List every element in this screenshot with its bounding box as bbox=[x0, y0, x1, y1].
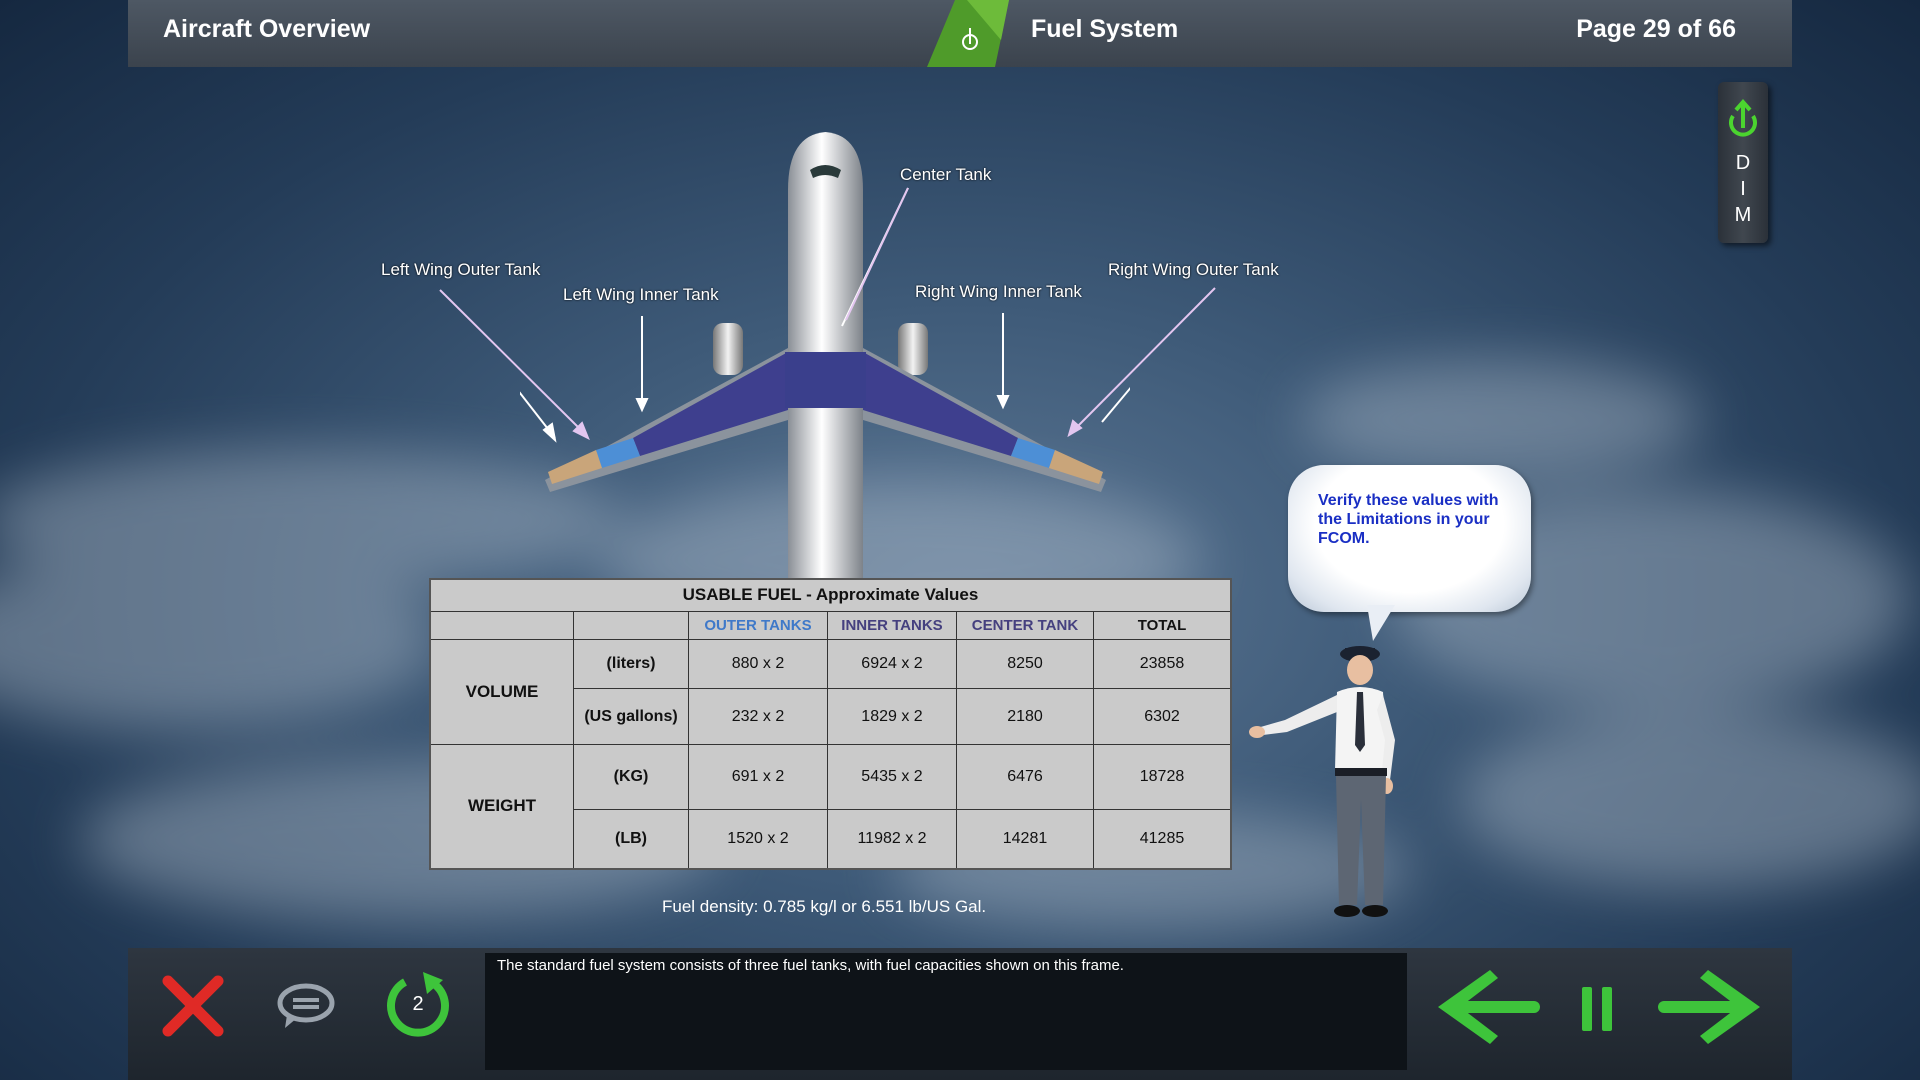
label-right-inner-tank: Right Wing Inner Tank bbox=[915, 282, 1082, 301]
table-row: (LB) 1520 x 2 11982 x 2 14281 41285 bbox=[430, 809, 1232, 870]
value-cell: 6302 bbox=[1093, 688, 1232, 745]
right-engine bbox=[898, 323, 928, 375]
pilot-character bbox=[1249, 646, 1395, 917]
value-cell: 1520 x 2 bbox=[688, 809, 828, 870]
dim-letter-m: M bbox=[1734, 204, 1752, 226]
left-inner-tank-light bbox=[596, 438, 640, 468]
value-cell: 1829 x 2 bbox=[827, 688, 957, 745]
replay-button[interactable]: 2 bbox=[383, 970, 453, 1040]
unit-cell: (US gallons) bbox=[573, 688, 689, 745]
pause-icon bbox=[1582, 987, 1612, 1031]
section-title: Fuel System bbox=[1031, 15, 1179, 43]
header-blank-1 bbox=[429, 610, 574, 641]
weight-label: WEIGHT bbox=[429, 743, 574, 870]
value-cell: 18728 bbox=[1093, 743, 1232, 811]
speech-bubble-tail bbox=[1367, 605, 1395, 641]
label-right-outer-tank: Right Wing Outer Tank bbox=[1108, 260, 1279, 279]
header-center-tank: CENTER TANK bbox=[956, 610, 1094, 641]
dim-letter-i: I bbox=[1740, 178, 1746, 200]
replay-icon bbox=[387, 972, 449, 1037]
header-total: TOTAL bbox=[1093, 610, 1232, 641]
usable-fuel-table: USABLE FUEL - Approximate Values OUTER T… bbox=[429, 578, 1232, 870]
volume-label: VOLUME bbox=[429, 639, 574, 745]
fuel-density-note: Fuel density: 0.785 kg/l or 6.551 lb/US … bbox=[662, 897, 987, 916]
cockpit-windows bbox=[810, 165, 841, 178]
label-center-tank: Center Tank bbox=[900, 165, 992, 184]
value-cell: 2180 bbox=[956, 688, 1094, 745]
value-cell: 5435 x 2 bbox=[827, 743, 957, 811]
narration-caption-box: The standard fuel system consists of thr… bbox=[485, 953, 1407, 1070]
label-left-outer-tank: Left Wing Outer Tank bbox=[381, 260, 541, 279]
value-cell: 14281 bbox=[956, 809, 1094, 870]
arrow-right-icon bbox=[1658, 970, 1760, 1044]
table-row: WEIGHT (KG) 691 x 2 5435 x 2 6476 18728 bbox=[429, 743, 1232, 870]
speech-icon bbox=[277, 983, 335, 1028]
header-inner-tanks: INNER TANKS bbox=[827, 610, 957, 641]
previous-page-button[interactable] bbox=[1436, 968, 1544, 1046]
pause-button[interactable] bbox=[1580, 985, 1614, 1033]
unit-cell: (LB) bbox=[573, 809, 689, 870]
arrow-left-icon bbox=[1438, 970, 1540, 1044]
narration-caption-text: The standard fuel system consists of thr… bbox=[497, 957, 1124, 974]
right-inner-tank bbox=[863, 352, 1018, 456]
value-cell: 232 x 2 bbox=[688, 688, 828, 745]
right-outer-tank bbox=[1049, 450, 1103, 484]
right-inner-tank-light bbox=[1011, 438, 1055, 468]
header-outer-tanks: OUTER TANKS bbox=[688, 610, 828, 641]
close-icon bbox=[162, 975, 224, 1037]
left-engine bbox=[713, 323, 743, 375]
transcript-button[interactable] bbox=[275, 980, 337, 1032]
speech-bubble-text: Verify these values with the Limitations… bbox=[1318, 492, 1499, 547]
value-cell: 691 x 2 bbox=[688, 743, 828, 811]
value-cell: 6924 x 2 bbox=[827, 639, 957, 690]
left-inner-tank bbox=[633, 352, 788, 456]
table-row: VOLUME (liters) 880 x 2 6924 x 2 8250 23… bbox=[429, 639, 1232, 745]
dim-letter-d: D bbox=[1735, 152, 1751, 174]
power-icon bbox=[1729, 98, 1757, 137]
dim-button[interactable]: D I M bbox=[1718, 82, 1768, 243]
left-outer-tank bbox=[548, 450, 602, 484]
unit-cell: (KG) bbox=[573, 743, 689, 811]
unit-cell: (liters) bbox=[573, 639, 689, 690]
table-caption: USABLE FUEL - Approximate Values bbox=[429, 578, 1232, 612]
course-title: Aircraft Overview bbox=[163, 15, 371, 43]
close-button[interactable] bbox=[160, 973, 226, 1039]
label-left-inner-tank: Left Wing Inner Tank bbox=[563, 285, 719, 304]
next-page-button[interactable] bbox=[1654, 968, 1762, 1046]
center-tank bbox=[785, 352, 866, 408]
header-blank-2 bbox=[573, 610, 689, 641]
replay-count: 2 bbox=[412, 993, 424, 1015]
table-row: (US gallons) 232 x 2 1829 x 2 2180 6302 bbox=[430, 688, 1232, 745]
value-cell: 11982 x 2 bbox=[827, 809, 957, 870]
airline-logo-icon bbox=[927, 0, 1009, 67]
value-cell: 880 x 2 bbox=[688, 639, 828, 690]
value-cell: 23858 bbox=[1093, 639, 1232, 690]
value-cell: 8250 bbox=[956, 639, 1094, 690]
value-cell: 6476 bbox=[956, 743, 1094, 811]
page-indicator: Page 29 of 66 bbox=[1576, 15, 1736, 43]
speech-bubble: Verify these values with the Limitations… bbox=[1288, 465, 1531, 612]
header-bar: Aircraft Overview Fuel System Page 29 of… bbox=[128, 0, 1792, 67]
value-cell: 41285 bbox=[1093, 809, 1232, 870]
aircraft-diagram bbox=[520, 132, 1130, 580]
